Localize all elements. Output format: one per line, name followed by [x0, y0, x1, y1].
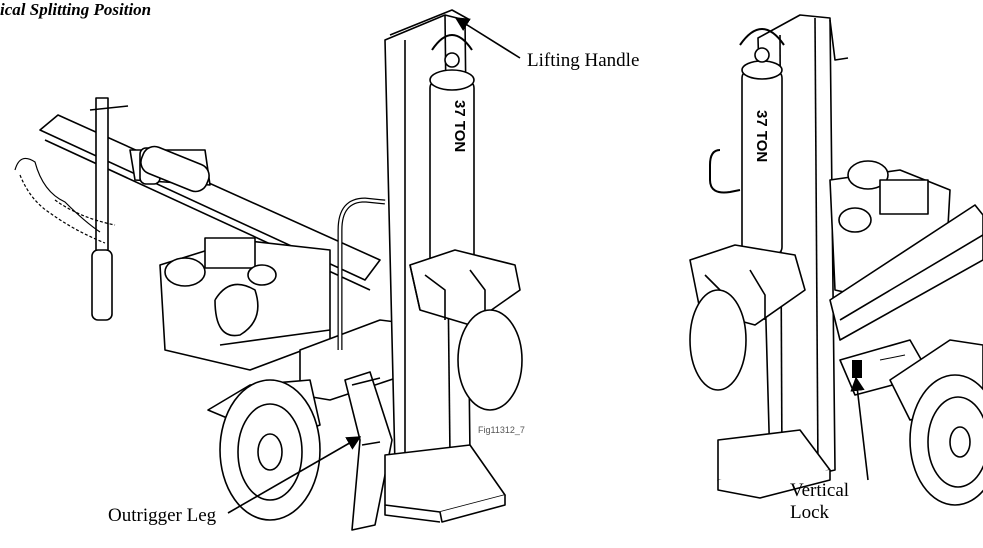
figure-caption: ical Splitting Position [0, 0, 152, 19]
left-wheel [207, 379, 321, 521]
right-splitter-drawing: 37 TON [689, 14, 983, 506]
splitting-wedge [409, 249, 521, 326]
rear-wheel [457, 309, 523, 411]
main-beam-right [829, 204, 983, 341]
guard-handle-right [709, 149, 741, 194]
hydraulic-tank [140, 145, 210, 193]
hydraulic-cylinder-right: 37 TON [739, 28, 785, 256]
left-splitter-drawing: 37 TON [14, 9, 523, 531]
tonnage-label: 37 TON [451, 100, 468, 152]
vertical-lock-label-line1: Vertical [790, 480, 850, 501]
outrigger-leg-arrow [227, 436, 362, 514]
vertical-lock-label-line2: Lock [790, 502, 830, 523]
vertical-lock-arrow [850, 376, 869, 481]
right-wheel [889, 339, 983, 506]
figure-id: Fig11312_7 [478, 425, 525, 435]
tonnage-label-right: 37 TON [753, 110, 770, 162]
outrigger-leg-label: Outrigger Leg [108, 505, 217, 526]
base-plate [384, 444, 506, 523]
engine [159, 237, 331, 371]
rear-wheel-right [689, 289, 747, 391]
base-plate-right [717, 429, 831, 499]
tongue-jack [89, 97, 129, 321]
safety-chain [14, 157, 116, 244]
vertical-lock-label: Vertical Lock [790, 480, 849, 524]
hydraulic-cylinder: 37 TON [429, 34, 475, 291]
lifting-handle-label: Lifting Handle [527, 50, 640, 71]
lifting-handle-arrow [454, 17, 521, 59]
